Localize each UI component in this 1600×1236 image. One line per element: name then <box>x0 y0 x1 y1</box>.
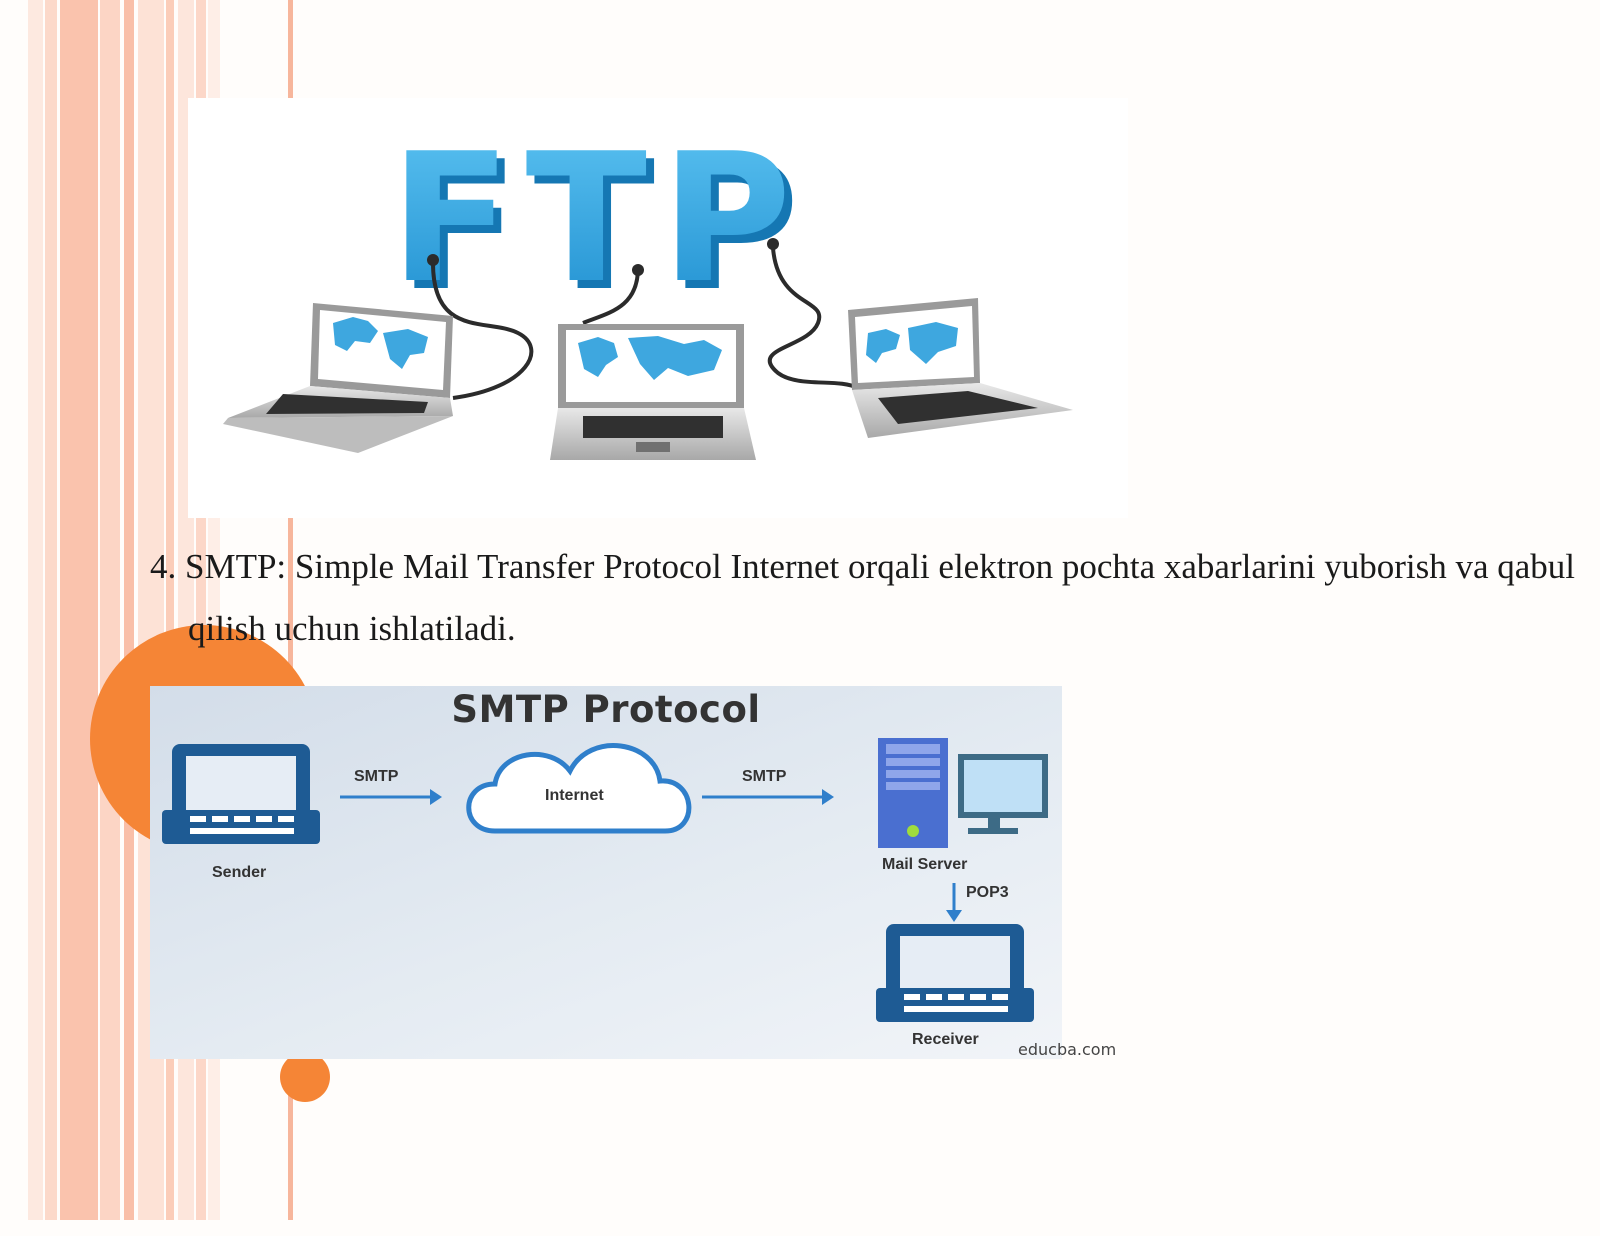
smtp-arrow-2 <box>702 789 834 805</box>
laptop-middle-icon <box>550 324 756 460</box>
sender-label: Sender <box>212 864 267 881</box>
mail-server-icon <box>878 738 1048 848</box>
receiver-label: Receiver <box>912 1031 979 1048</box>
ftp-illustration: FTP FTP <box>188 98 1128 518</box>
smtp-arrow-1 <box>340 789 442 805</box>
smtp-arrow-2-label: SMTP <box>742 768 787 785</box>
pop3-arrow <box>946 883 962 922</box>
internet-label: Internet <box>545 787 604 804</box>
smtp-diagram-title: SMTP Protocol <box>451 688 761 731</box>
laptop-right-icon <box>848 298 1073 438</box>
smtp-diagram: SMTP Protocol Sender SMTP Internet SMTP … <box>150 686 1062 1059</box>
ftp-letters-face: FTP <box>390 115 805 322</box>
mail-server-label: Mail Server <box>882 856 968 873</box>
ftp-letters: FTP <box>398 123 813 330</box>
receiver-laptop-icon <box>876 924 1034 1022</box>
laptop-left-icon <box>223 303 453 453</box>
image-credit: educba.com <box>1018 1040 1117 1059</box>
pop3-label: POP3 <box>966 884 1009 901</box>
smtp-arrow-1-label: SMTP <box>354 768 399 785</box>
smtp-description: 4. SMTP: Simple Mail Transfer Protocol I… <box>150 547 1576 648</box>
internet-cloud-icon <box>466 743 692 834</box>
decorative-circle-small <box>280 1052 330 1102</box>
sender-laptop-icon <box>162 744 320 844</box>
